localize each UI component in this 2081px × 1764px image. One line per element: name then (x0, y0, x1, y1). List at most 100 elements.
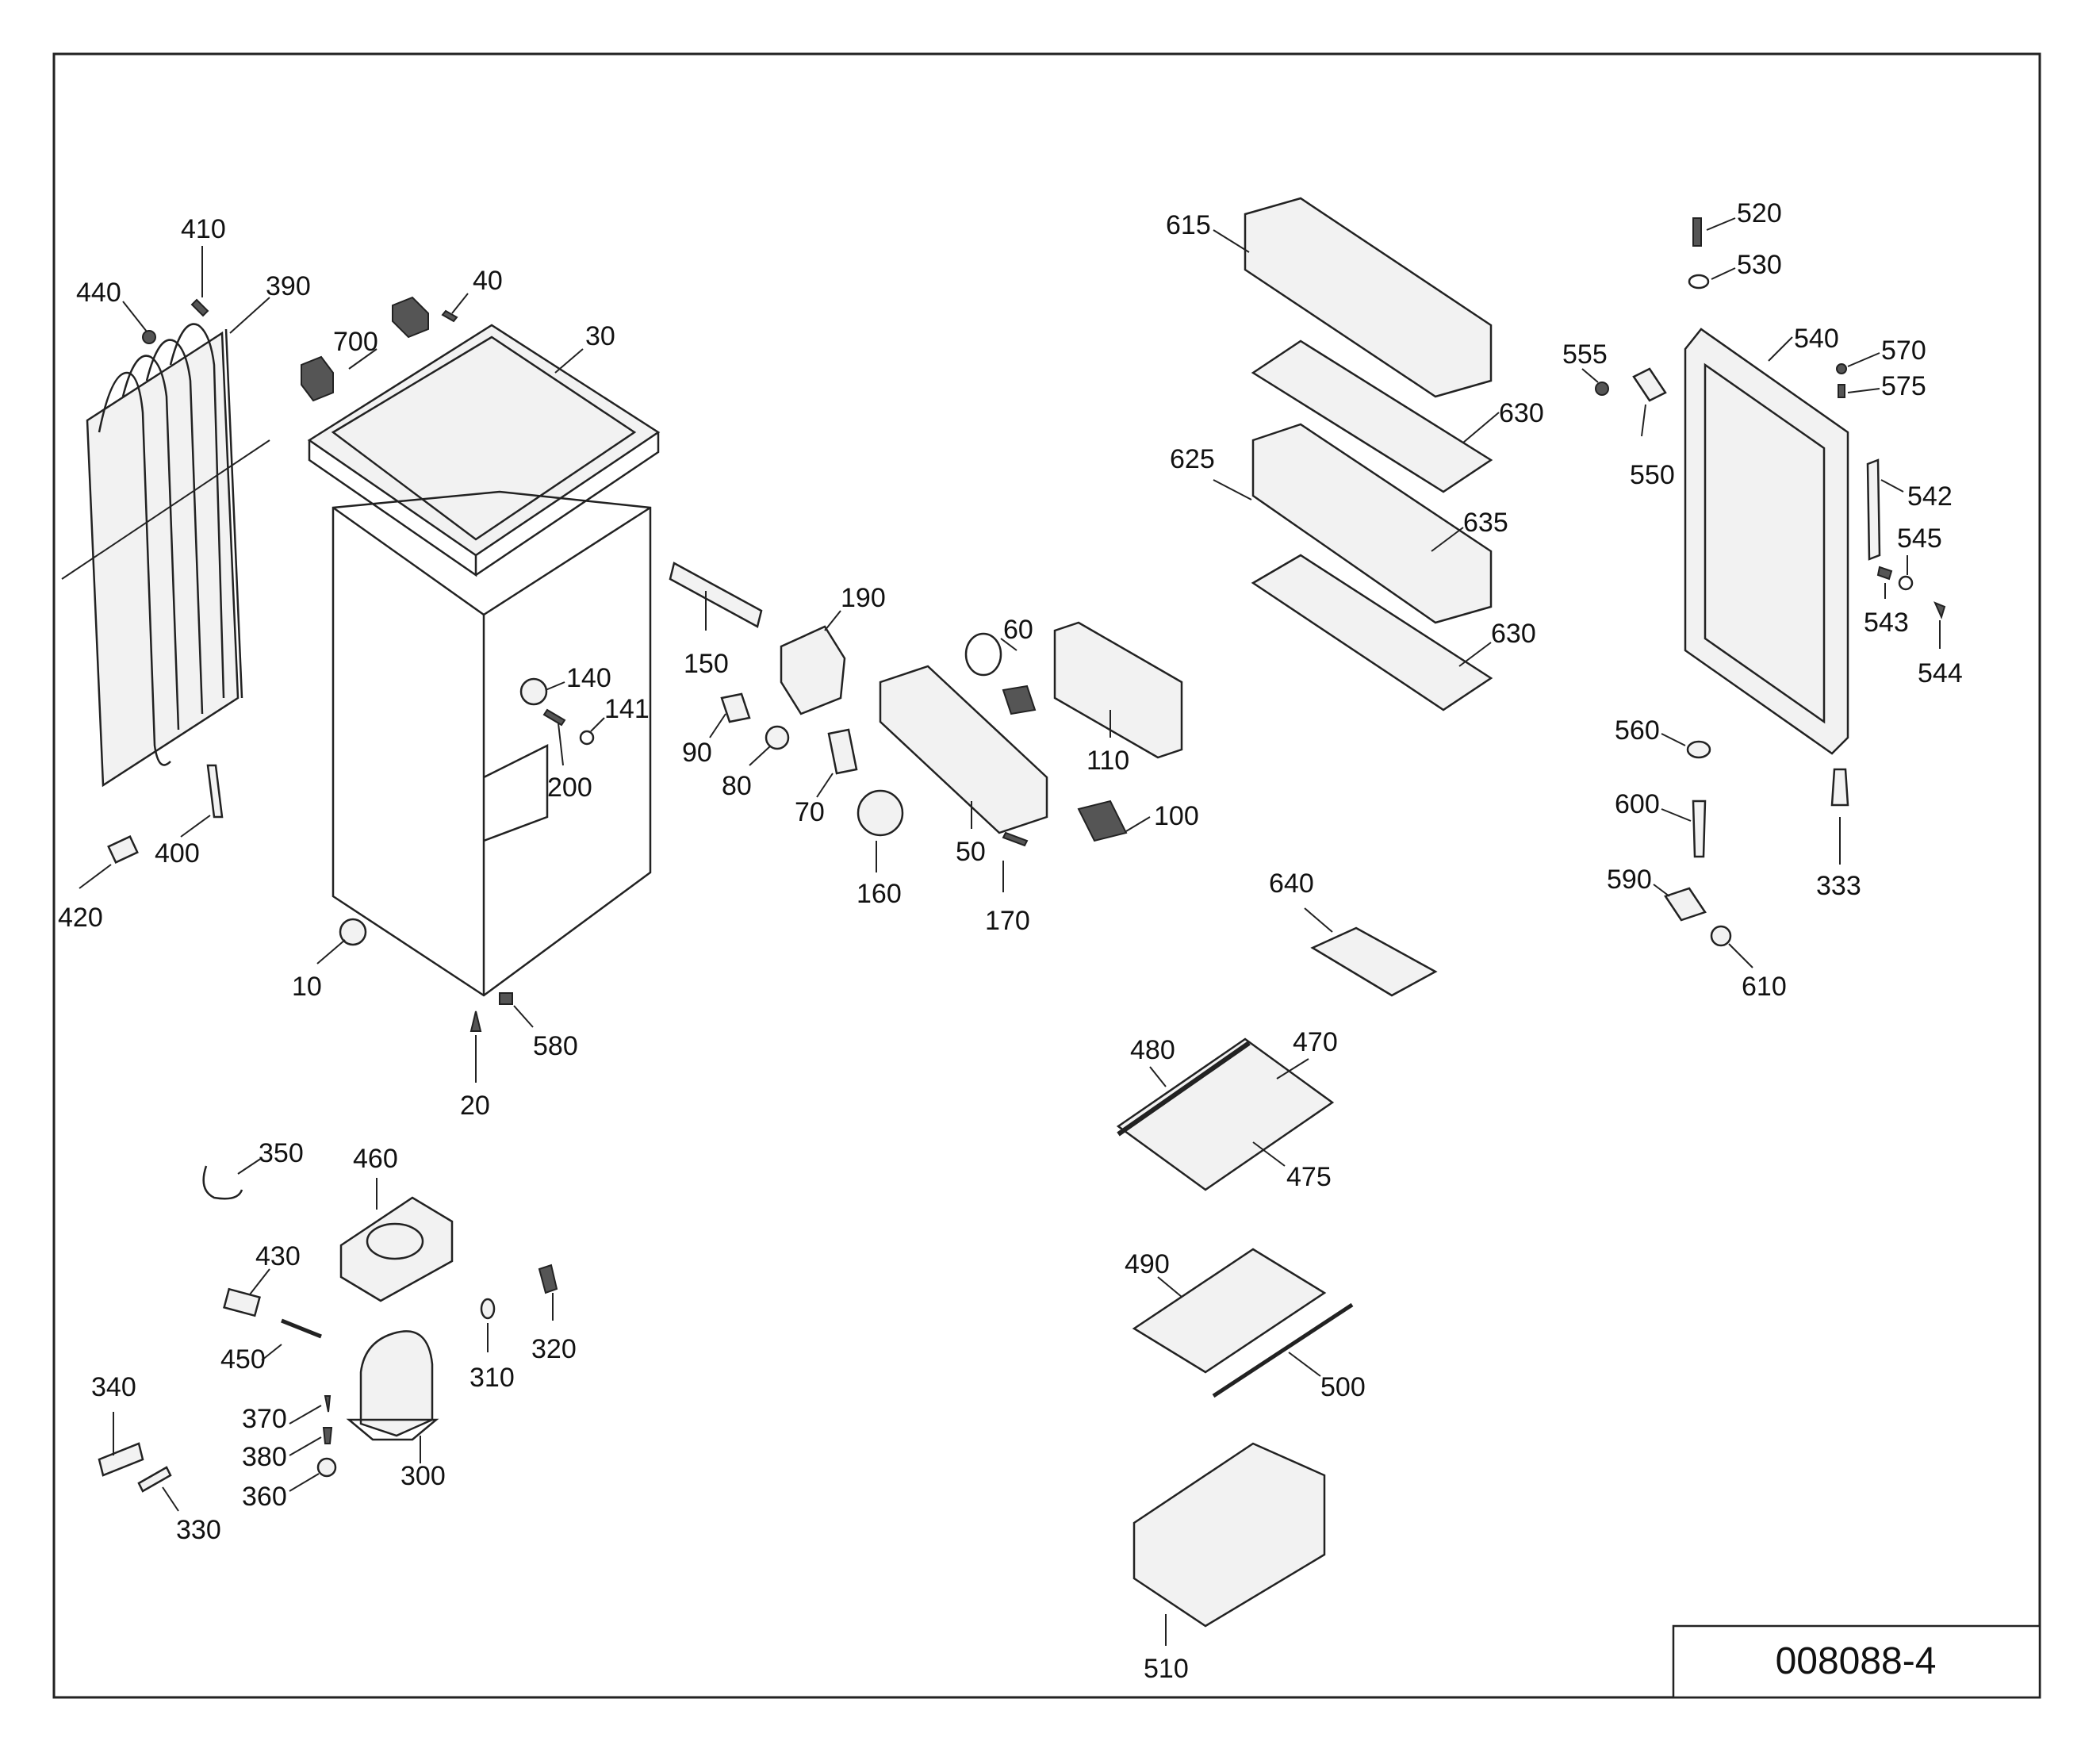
part-544 (1933, 601, 1946, 619)
callout-333: 333 (1816, 871, 1861, 901)
part-200 (542, 708, 566, 727)
callout-475: 475 (1286, 1162, 1332, 1192)
part-90 (720, 692, 751, 723)
part-170 (1002, 831, 1029, 847)
part-350 (202, 1165, 243, 1200)
cabinet-part (307, 324, 661, 997)
part-333 (1830, 768, 1849, 807)
callout-570: 570 (1881, 336, 1926, 366)
callout-700: 700 (333, 327, 378, 357)
callout-580: 580 (533, 1031, 578, 1061)
callout-340: 340 (91, 1372, 136, 1402)
part-440 (142, 330, 156, 344)
part-370 (324, 1395, 332, 1413)
callout-330: 330 (176, 1515, 221, 1545)
part-320 (538, 1264, 558, 1294)
part-500 (1212, 1302, 1354, 1398)
callout-635: 635 (1463, 508, 1508, 538)
part-400 (206, 764, 224, 819)
part-450 (281, 1318, 322, 1339)
part-40 (441, 309, 458, 323)
callout-140: 140 (566, 663, 611, 693)
part-100 (1077, 800, 1128, 842)
callout-150: 150 (684, 649, 729, 679)
part-480 (1117, 1041, 1251, 1137)
part-10 (339, 918, 367, 946)
callout-90: 90 (682, 738, 712, 768)
callout-440: 440 (76, 278, 121, 308)
callout-370: 370 (242, 1404, 287, 1434)
callout-610: 610 (1742, 972, 1787, 1002)
callout-labels: 410 440 390 400 420 700 40 30 140 141 20… (58, 198, 1963, 1684)
part-630-upper (1251, 339, 1493, 493)
callout-80: 80 (722, 771, 752, 801)
callout-640: 640 (1269, 869, 1314, 899)
part-615 (1244, 197, 1493, 398)
part-70 (827, 728, 858, 775)
callout-70: 70 (795, 797, 825, 827)
callout-625: 625 (1170, 444, 1215, 474)
part-141 (579, 730, 595, 746)
part-160 (857, 789, 904, 837)
part-510 (1132, 1442, 1326, 1628)
part-60b (1002, 685, 1037, 715)
part-110 (1053, 621, 1183, 759)
part-50 (879, 665, 1048, 834)
callout-600: 600 (1615, 789, 1660, 819)
part-300 (359, 1330, 434, 1437)
callout-544: 544 (1918, 658, 1963, 688)
callout-60: 60 (1003, 615, 1033, 645)
callout-350: 350 (259, 1138, 304, 1168)
callout-575: 575 (1881, 371, 1926, 401)
callout-550: 550 (1630, 460, 1675, 490)
part-460 (339, 1196, 454, 1302)
part-640 (1310, 926, 1438, 997)
callout-545: 545 (1897, 523, 1942, 554)
callout-470: 470 (1293, 1027, 1338, 1057)
part-420 (107, 835, 139, 864)
part-530 (1688, 274, 1710, 290)
callout-615: 615 (1166, 210, 1211, 240)
callout-540: 540 (1794, 324, 1839, 354)
part-555 (1595, 382, 1609, 396)
callout-555: 555 (1562, 339, 1608, 370)
callout-490: 490 (1125, 1249, 1170, 1279)
part-490 (1132, 1248, 1327, 1374)
callout-420: 420 (58, 903, 103, 933)
part-330 (137, 1466, 172, 1493)
drawing-number: 008088-4 (1776, 1640, 1937, 1682)
part-140 (519, 677, 548, 706)
part-20 (469, 1010, 482, 1032)
part-630-lower (1251, 554, 1493, 711)
callout-310: 310 (469, 1363, 515, 1393)
callout-410: 410 (181, 214, 226, 244)
callout-590: 590 (1607, 865, 1652, 895)
drawing-frame (52, 52, 2041, 1699)
callout-380: 380 (242, 1442, 287, 1472)
callout-20: 20 (460, 1091, 490, 1121)
callout-460: 460 (353, 1144, 398, 1174)
part-80 (765, 725, 790, 750)
part-700b (392, 296, 429, 339)
callout-500: 500 (1320, 1372, 1366, 1402)
callout-430: 430 (255, 1241, 301, 1271)
part-150 (669, 562, 763, 628)
callout-300: 300 (400, 1461, 446, 1491)
part-360 (316, 1457, 337, 1478)
part-580 (499, 992, 513, 1005)
callout-200: 200 (547, 773, 592, 803)
part-600 (1692, 800, 1707, 858)
callout-450: 450 (220, 1344, 266, 1375)
callout-40: 40 (473, 266, 503, 296)
part-610 (1710, 925, 1732, 947)
callout-160: 160 (857, 879, 902, 909)
part-520 (1692, 217, 1702, 247)
part-590 (1664, 887, 1707, 922)
callout-543: 543 (1864, 608, 1909, 638)
part-545 (1898, 575, 1914, 591)
part-575 (1838, 384, 1845, 398)
callout-320: 320 (531, 1334, 577, 1364)
callout-542: 542 (1907, 481, 1953, 512)
part-542 (1866, 458, 1881, 561)
callout-560: 560 (1615, 715, 1660, 746)
